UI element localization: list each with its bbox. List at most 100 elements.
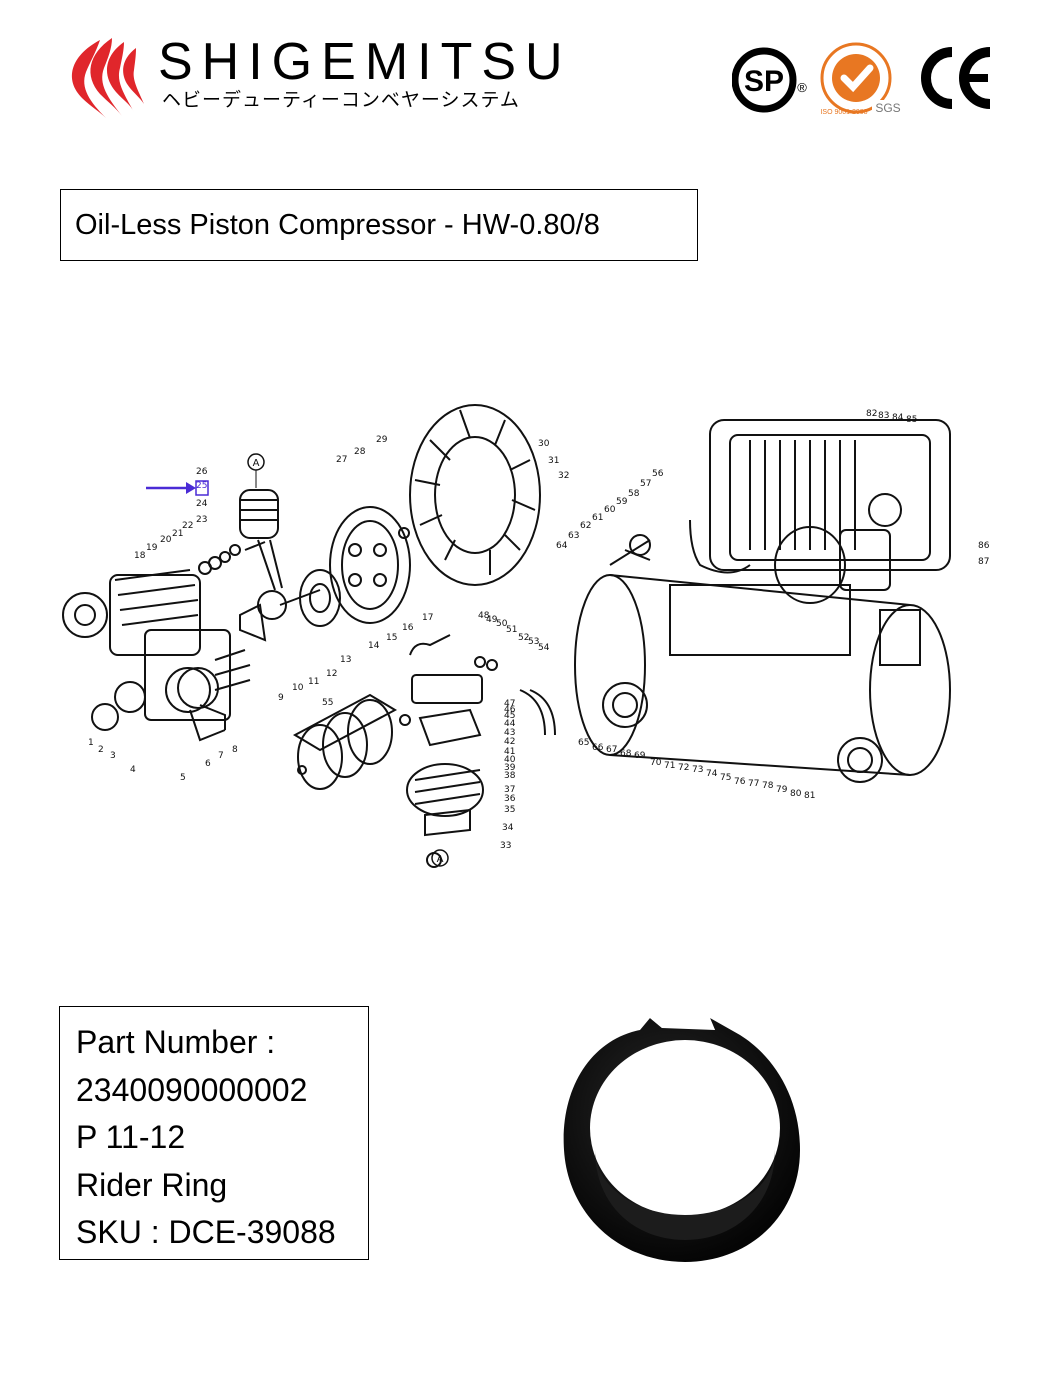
- callout-21: 21: [172, 529, 183, 539]
- callout-14: 14: [368, 641, 380, 651]
- brand-tagline: ヘビーデューティーコンベヤーシステム: [162, 89, 520, 111]
- callout-22: 22: [182, 521, 193, 531]
- callout-72: 72: [678, 763, 689, 773]
- callout-16: 16: [402, 623, 414, 633]
- sku: SKU : DCE-39088: [76, 1214, 336, 1250]
- callout-36: 36: [504, 794, 516, 804]
- callout-50: 50: [496, 619, 508, 629]
- callout-34: 34: [502, 823, 514, 833]
- callout-39: 39: [504, 763, 516, 773]
- callout-87: 87: [978, 557, 989, 567]
- callout-71: 71: [664, 761, 675, 771]
- callout-81: 81: [804, 791, 815, 801]
- section-marker-top: A: [247, 453, 265, 488]
- callout-66: 66: [592, 743, 604, 753]
- callout-78: 78: [762, 781, 774, 791]
- callout-44: 44: [504, 719, 516, 729]
- part-number: 2340090000002: [76, 1071, 308, 1108]
- callout-3: 3: [110, 751, 116, 761]
- callout-70: 70: [650, 758, 662, 768]
- callout-53: 53: [528, 637, 539, 647]
- callout-30: 30: [538, 439, 550, 449]
- callout-61: 61: [592, 513, 603, 523]
- callout-54: 54: [538, 643, 550, 653]
- callout-31: 31: [548, 456, 559, 466]
- callout-84: 84: [892, 413, 904, 423]
- tank-motor-assembly: [574, 419, 951, 783]
- svg-text:ISO 9001:2008: ISO 9001:2008: [820, 109, 867, 116]
- callout-13: 13: [340, 655, 351, 665]
- ce-icon: [921, 47, 991, 109]
- callout-67: 67: [606, 745, 617, 755]
- callout-25: 25: [196, 481, 207, 491]
- callout-9: 9: [278, 693, 284, 703]
- callout-32: 32: [558, 471, 569, 481]
- callout-20: 20: [160, 535, 172, 545]
- callout-8: 8: [232, 745, 238, 755]
- callout-11: 11: [308, 677, 319, 687]
- title-box: Oil-Less Piston Compressor - HW-0.80/8: [60, 189, 698, 261]
- callout-19: 19: [146, 543, 158, 553]
- page-reference: P 11-12: [76, 1119, 186, 1155]
- callout-2: 2: [98, 745, 104, 755]
- page-title: Oil-Less Piston Compressor - HW-0.80/8: [75, 208, 600, 241]
- svg-text:SGS: SGS: [875, 101, 900, 115]
- callout-77: 77: [748, 779, 759, 789]
- callout-35: 35: [504, 805, 515, 815]
- callout-56: 56: [652, 469, 664, 479]
- callout-48: 48: [478, 611, 490, 621]
- callout-76: 76: [734, 777, 746, 787]
- exploded-view-diagram: A A 123456789101112131415161718192021222…: [62, 404, 990, 868]
- brand-name: SHIGEMITSU: [158, 33, 572, 91]
- callout-79: 79: [776, 785, 788, 795]
- callout-4: 4: [130, 765, 136, 775]
- callout-37: 37: [504, 785, 515, 795]
- svg-text:A: A: [437, 854, 444, 865]
- pump-block: [62, 569, 251, 742]
- callout-80: 80: [790, 789, 802, 799]
- callout-75: 75: [720, 773, 731, 783]
- callout-82: 82: [866, 409, 877, 419]
- callout-40: 40: [504, 755, 516, 765]
- callout-85: 85: [906, 415, 917, 425]
- callout-1: 1: [88, 738, 94, 748]
- callout-49: 49: [486, 615, 498, 625]
- callout-29: 29: [376, 435, 388, 445]
- flywheel-assembly: [279, 404, 541, 627]
- callout-46: 46: [504, 705, 516, 715]
- callout-55: 55: [322, 698, 333, 708]
- callout-33: 33: [500, 841, 511, 851]
- callout-18: 18: [134, 551, 146, 561]
- callout-27: 27: [336, 455, 347, 465]
- callout-69: 69: [634, 751, 646, 761]
- callout-68: 68: [620, 749, 632, 759]
- callout-15: 15: [386, 633, 397, 643]
- callout-73: 73: [692, 765, 703, 775]
- callout-28: 28: [354, 447, 366, 457]
- callout-23: 23: [196, 515, 207, 525]
- swirl-logo-icon: [71, 38, 144, 118]
- callout-63: 63: [568, 531, 579, 541]
- callout-62: 62: [580, 521, 591, 531]
- callout-24: 24: [196, 499, 208, 509]
- svg-text:A: A: [253, 458, 260, 469]
- callout-57: 57: [640, 479, 651, 489]
- callout-58: 58: [628, 489, 640, 499]
- callout-65: 65: [578, 738, 589, 748]
- piston-assembly: [198, 489, 287, 642]
- callout-86: 86: [978, 541, 990, 551]
- svg-text:®: ®: [797, 80, 807, 95]
- callout-41: 41: [504, 747, 515, 757]
- callout-5: 5: [180, 773, 186, 783]
- iso-sgs-icon: SGS ISO 9001:2008: [820, 42, 906, 116]
- csa-icon: SP ®: [732, 47, 807, 113]
- callout-60: 60: [604, 505, 616, 515]
- callout-47: 47: [504, 699, 515, 709]
- callout-42: 42: [504, 737, 515, 747]
- callout-45: 45: [504, 711, 515, 721]
- callout-83: 83: [878, 411, 889, 421]
- callout-26: 26: [196, 467, 208, 477]
- cylinder-head: [399, 634, 556, 868]
- callout-6: 6: [205, 759, 211, 769]
- svg-text:SP: SP: [744, 65, 784, 98]
